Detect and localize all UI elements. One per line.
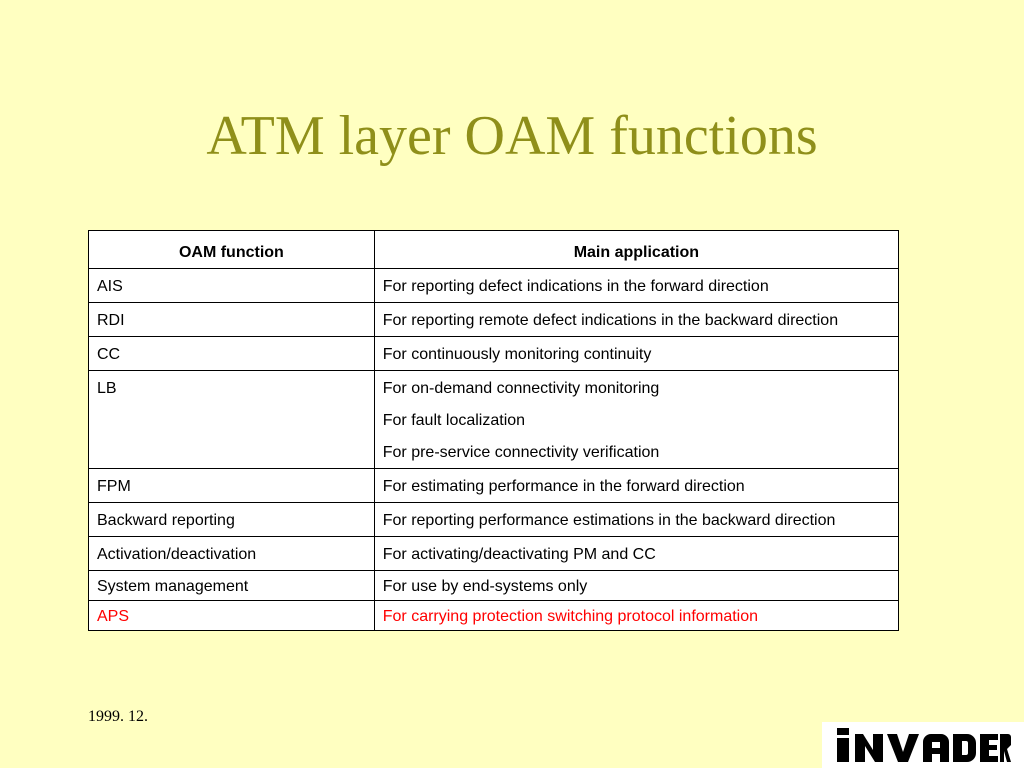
- table-header-row: OAM function Main application: [88, 230, 900, 269]
- footer-date: 1999. 12.: [88, 708, 148, 725]
- oam-functions-table: OAM function Main application AIS For re…: [88, 230, 900, 631]
- application-cell: For reporting performance estimations in…: [373, 502, 900, 537]
- table-row-highlighted: APS For carrying protection switching pr…: [88, 600, 900, 631]
- application-line: For fault localization: [382, 412, 526, 429]
- slide-title: ATM layer OAM functions: [206, 105, 818, 167]
- table-row: Backward reporting For reporting perform…: [88, 502, 900, 537]
- application-cell: For activating/deactivating PM and CC: [373, 536, 900, 571]
- application-cell: For estimating performance in the forwar…: [373, 468, 900, 503]
- application-cell: For continuously monitoring continuity: [373, 336, 900, 371]
- application-cell: For reporting defect indications in the …: [373, 268, 900, 303]
- function-cell: CC: [88, 336, 375, 371]
- application-cell: For on-demand connectivity monitoring Fo…: [373, 370, 900, 469]
- function-cell: RDI: [88, 302, 375, 337]
- table-row: LB For on-demand connectivity monitoring…: [88, 370, 900, 469]
- application-line: For on-demand connectivity monitoring: [382, 380, 660, 397]
- function-cell: System management: [88, 570, 375, 601]
- application-cell: For reporting remote defect indications …: [373, 302, 900, 337]
- table-row: CC For continuously monitoring continuit…: [88, 336, 900, 371]
- table-row: Activation/deactivation For activating/d…: [88, 536, 900, 571]
- application-line: For pre-service connectivity verificatio…: [382, 444, 660, 461]
- invaders-logo-graphic: [837, 728, 1011, 762]
- function-cell: Backward reporting: [88, 502, 375, 537]
- column-header-oam-function: OAM function: [88, 230, 375, 269]
- function-cell: APS: [88, 600, 375, 631]
- function-cell: LB: [88, 370, 375, 469]
- table-row: RDI For reporting remote defect indicati…: [88, 302, 900, 337]
- table-row: System management For use by end-systems…: [88, 570, 900, 601]
- invaders-logo: [822, 722, 1024, 768]
- table-row: AIS For reporting defect indications in …: [88, 268, 900, 303]
- function-cell: FPM: [88, 468, 375, 503]
- table-row: FPM For estimating performance in the fo…: [88, 468, 900, 503]
- application-cell: For use by end-systems only: [373, 570, 900, 601]
- function-cell: Activation/deactivation: [88, 536, 375, 571]
- application-cell: For carrying protection switching protoc…: [373, 600, 900, 631]
- function-cell: AIS: [88, 268, 375, 303]
- column-header-main-application: Main application: [373, 230, 900, 269]
